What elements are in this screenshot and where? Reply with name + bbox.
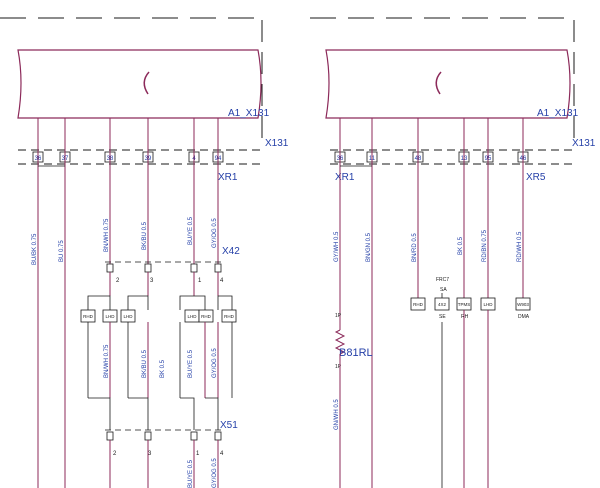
svg-text:LHD: LHD bbox=[483, 302, 493, 307]
merge-1 bbox=[88, 397, 111, 430]
option-box-rhd-2: RHD bbox=[198, 309, 214, 323]
option-box-rhd-1: RHD bbox=[80, 309, 96, 323]
module-label: A1_X131 bbox=[228, 108, 270, 119]
x51-pin-4: 4 bbox=[214, 431, 224, 457]
note-tpms-below: RH bbox=[461, 314, 469, 320]
component-pin-top: 1P bbox=[335, 313, 342, 319]
svg-text:2: 2 bbox=[116, 278, 120, 284]
svg-text:RHD: RHD bbox=[224, 314, 234, 319]
option-box-lhd-2: LHD bbox=[120, 309, 136, 323]
lower-wire-label-2: BK/BU 0.5 bbox=[142, 349, 148, 378]
wire-label-2: BN/GN 0.5 bbox=[366, 232, 372, 262]
split-2 bbox=[127, 295, 149, 310]
x51-label: X51 bbox=[220, 420, 238, 431]
x42-pin-4: 4 bbox=[214, 263, 224, 284]
connector-label: X131 bbox=[572, 138, 596, 149]
x42-label: X42 bbox=[222, 246, 240, 257]
module-label: A1_X131 bbox=[537, 108, 579, 119]
wire-label-1: GY/WH 0.5 bbox=[334, 231, 340, 262]
module-center-mark bbox=[143, 71, 150, 95]
left-panel: A1_X131 X131 36 37 38 39 4 94 XR1 BU/BK … bbox=[0, 17, 289, 488]
wire-label-4: BK/BU 0.5 bbox=[142, 221, 148, 250]
lower-wire-label-1: BN/WH 0.75 bbox=[104, 344, 110, 378]
wire-label-5: BU/YE 0.5 bbox=[188, 216, 194, 245]
option-box-w903: W903 bbox=[515, 297, 531, 311]
svg-text:RHD: RHD bbox=[413, 302, 423, 307]
frc-note-top: FRC7 bbox=[436, 277, 449, 283]
frc-note-top2: SA bbox=[440, 287, 447, 293]
xr1-label: XR1 bbox=[218, 172, 238, 183]
tail-wire-label-1: BU/YE 0.5 bbox=[188, 459, 194, 488]
connector-label: X131 bbox=[265, 138, 289, 149]
option-box-lhd-3: LHD bbox=[184, 309, 200, 323]
lower-wire-label-3: BK 0.5 bbox=[160, 359, 166, 378]
svg-text:TPMS: TPMS bbox=[458, 302, 471, 307]
svg-text:4: 4 bbox=[220, 451, 224, 457]
wire-label-3: BN/RD 0.5 bbox=[412, 233, 418, 262]
tail-wire-label-2: GY/OG 0.5 bbox=[212, 458, 218, 488]
component-label: B81RL bbox=[339, 347, 373, 359]
split-1 bbox=[87, 295, 111, 310]
wire-label-6: GY/OG 0.5 bbox=[212, 218, 218, 248]
option-box-4x2: 4X2 bbox=[434, 297, 450, 311]
svg-text:RHD: RHD bbox=[83, 314, 93, 319]
merge-3 bbox=[180, 397, 195, 430]
wire-label-6: RD/WH 0.5 bbox=[517, 231, 523, 262]
wire-label-2: BU 0.75 bbox=[59, 240, 65, 262]
note-4x2-below: SE bbox=[439, 314, 446, 320]
merge-2 bbox=[128, 397, 149, 430]
x42-pin-2: 2 bbox=[106, 263, 120, 284]
xr1-label: XR1 bbox=[335, 172, 355, 183]
note-w903-below: DMA bbox=[518, 314, 530, 320]
x42-pin-3: 3 bbox=[144, 263, 154, 284]
option-box-tpms: TPMS bbox=[456, 297, 472, 311]
merge-4 bbox=[205, 397, 219, 430]
x51-pin-2: 2 bbox=[106, 431, 117, 457]
split-3 bbox=[179, 295, 206, 310]
wire-label-4: BK 0.5 bbox=[458, 236, 464, 255]
svg-text:LHD: LHD bbox=[105, 314, 115, 319]
svg-text:1: 1 bbox=[196, 451, 200, 457]
option-box-lhd-1: LHD bbox=[102, 309, 118, 323]
lower-wire-label-4: BU/YE 0.5 bbox=[188, 349, 194, 378]
module-box bbox=[17, 49, 262, 119]
component-pin-bottom: 1P bbox=[335, 364, 342, 370]
svg-text:3: 3 bbox=[150, 278, 154, 284]
module-box bbox=[325, 49, 571, 119]
svg-text:LHD: LHD bbox=[123, 314, 133, 319]
option-box-rhd: RHD bbox=[410, 297, 426, 311]
svg-text:4: 4 bbox=[220, 278, 224, 284]
xr5-label: XR5 bbox=[526, 172, 546, 183]
svg-text:1: 1 bbox=[198, 278, 202, 284]
svg-text:W903: W903 bbox=[517, 302, 529, 307]
right-panel: A1_X131 X131 36 11 48 13 95 46 XR1 XR5 G… bbox=[310, 17, 596, 488]
svg-text:2: 2 bbox=[113, 451, 117, 457]
wire-label-1: BU/BK 0.75 bbox=[32, 233, 38, 265]
svg-text:RHD: RHD bbox=[201, 314, 211, 319]
module-center-mark bbox=[435, 71, 442, 95]
svg-text:3: 3 bbox=[148, 451, 152, 457]
b81rl-sensor-symbol bbox=[334, 329, 346, 355]
lower-wire-label-1: GN/WH 0.5 bbox=[334, 399, 340, 430]
wire-label-3: BN/WH 0.75 bbox=[104, 218, 110, 252]
option-box-rhd-3: RHD bbox=[221, 309, 237, 323]
x51-pin-1: 1 bbox=[190, 431, 200, 457]
split-4 bbox=[217, 295, 233, 310]
svg-text:LHD: LHD bbox=[187, 314, 197, 319]
x42-pin-1: 1 bbox=[190, 263, 202, 284]
wire-label-5: RD/BN 0.75 bbox=[482, 229, 488, 262]
option-box-lhd: LHD bbox=[480, 297, 496, 311]
lower-wire-label-5: GY/OG 0.5 bbox=[212, 348, 218, 378]
svg-text:4X2: 4X2 bbox=[438, 302, 447, 307]
